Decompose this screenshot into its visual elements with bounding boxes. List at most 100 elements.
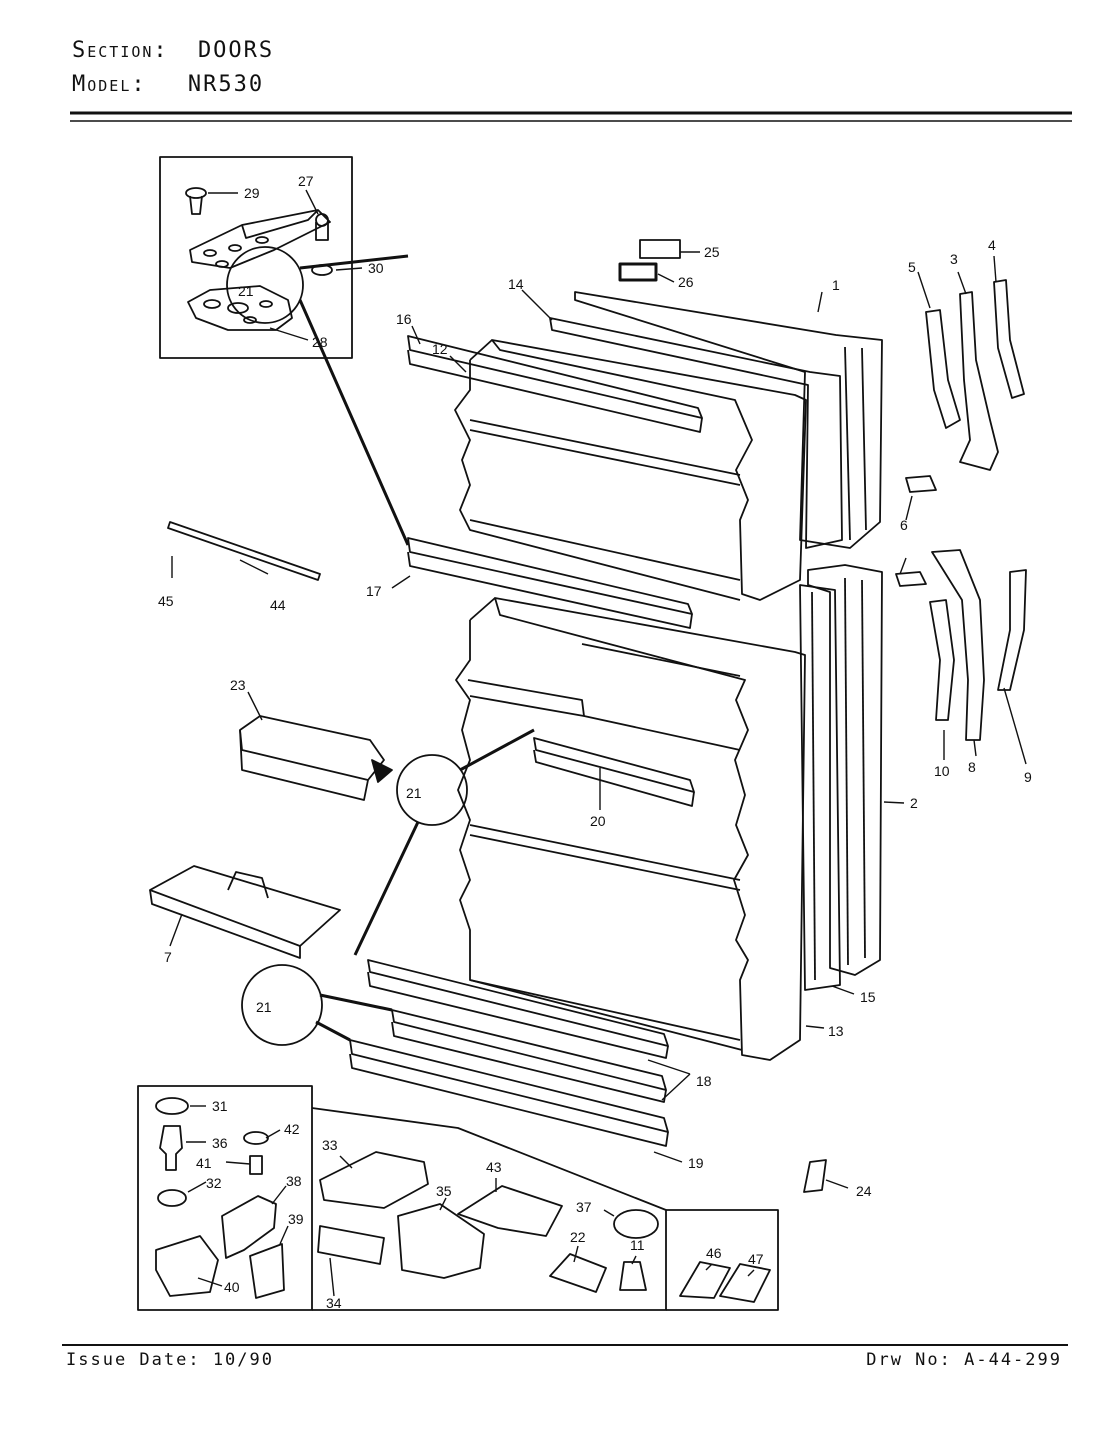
plate-34-drawing [317,1225,385,1265]
bottom-shelf-rail-18-drawing [367,959,669,1103]
callout-7: 7 [164,949,172,965]
callout-16: 16 [396,311,412,327]
washer-32-drawing [157,1189,187,1207]
fresh-food-door-outer-2-drawing [807,564,883,976]
callout-34: 34 [326,1295,342,1311]
callout-18: 18 [696,1073,712,1089]
callout-21-middle: 21 [406,785,422,801]
dairy-rail-20-drawing [533,737,695,807]
strap-4-drawing [993,279,1025,399]
callout-31: 31 [212,1098,228,1114]
callout-35: 35 [436,1183,452,1199]
badge-26-drawing [618,262,658,282]
bracket-35-drawing [397,1203,485,1279]
callout-25: 25 [704,244,720,260]
clip-21-detail-circle-top [226,246,304,324]
section-value: DOORS [197,38,275,63]
callout-41: 41 [196,1155,212,1171]
callout-14: 14 [508,276,524,292]
pin-36-drawing [159,1125,183,1171]
callout-24: 24 [856,1183,872,1199]
hinge-33-drawing [319,1151,429,1209]
callout-20: 20 [590,813,606,829]
butter-dish-23-drawing [239,715,385,801]
callout-29: 29 [244,185,260,201]
top-hinge-inset-box [159,156,353,359]
callout-40: 40 [224,1279,240,1295]
callout-13: 13 [828,1023,844,1039]
strap-8-drawing [931,549,985,741]
callout-36: 36 [212,1135,228,1151]
bottom-hinge-inset-box [137,1085,313,1311]
freezer-door-outer-1-drawing [574,291,883,549]
callout-45: 45 [158,593,174,609]
screw-29-drawing [185,187,207,215]
callout-5: 5 [908,259,916,275]
spacer-41-drawing [249,1155,263,1175]
hinge-plate-27-drawing [189,209,331,269]
callout-38: 38 [286,1173,302,1189]
drawing-number: Drw No: A-44-299 [866,1350,1062,1370]
shim-46-drawing [679,1261,731,1299]
freezer-gasket-14-drawing [549,317,843,549]
callout-46: 46 [706,1245,722,1261]
callout-17: 17 [366,583,382,599]
hinge-22-drawing [549,1253,607,1293]
callout-19: 19 [688,1155,704,1171]
callout-8: 8 [968,759,976,775]
hinge-pin-inset-box [666,1209,779,1311]
callout-23: 23 [230,677,246,693]
model-value: NR530 [187,72,265,97]
callout-39: 39 [288,1211,304,1227]
freezer-shelf-rail-16-drawing [407,335,703,433]
hinge-bracket-6-lower-drawing [895,571,927,587]
bottom-parts-inset-box [311,1107,667,1311]
washer-42-drawing [243,1131,269,1145]
washer-31-drawing [155,1097,189,1115]
section-label: Section: [72,38,169,63]
hinge-bracket-6-upper-drawing [905,475,937,493]
strap-10-drawing [929,599,955,721]
pin-11-drawing [619,1261,647,1291]
callout-4: 4 [988,237,996,253]
callout-21-top: 21 [238,283,254,299]
callout-22: 22 [570,1229,586,1245]
clip-21-detail-circle-middle [396,754,468,826]
shim-47-drawing [719,1263,771,1303]
strap-9-drawing [997,569,1027,691]
callout-1: 1 [832,277,840,293]
strap-5-drawing [925,309,961,429]
callout-33: 33 [322,1137,338,1153]
clip-21-detail-circle-bottom [241,964,323,1046]
plate-40-drawing [155,1235,219,1297]
callout-9: 9 [1024,769,1032,785]
callout-15: 15 [860,989,876,1005]
callout-26: 26 [678,274,694,290]
bottom-shelf-rail-19-drawing [349,1039,669,1147]
callout-30: 30 [368,260,384,276]
rod-44-drawing [167,521,321,581]
egg-tray-7-drawing [149,865,341,959]
callout-2: 2 [910,795,918,811]
issue-date: Issue Date: 10/90 [66,1350,274,1370]
callout-labels: 29 27 30 28 25 26 1 14 12 16 17 44 45 23… [158,173,1032,1311]
freezer-shelf-rail-17-drawing [407,537,693,629]
model-label: Model: [72,72,147,97]
callout-10: 10 [934,763,950,779]
callout-43: 43 [486,1159,502,1175]
callout-21-bottom: 21 [256,999,272,1015]
hinge-43-drawing [457,1185,563,1237]
freezer-liner-12-drawing [454,339,807,601]
callout-28: 28 [312,334,328,350]
strap-3-drawing [959,291,999,471]
bracket-39-drawing [249,1243,285,1299]
callout-27: 27 [298,173,314,189]
callout-44: 44 [270,597,286,613]
callout-11: 11 [630,1237,645,1253]
callout-3: 3 [950,251,958,267]
fresh-food-gasket-15-drawing [799,584,841,991]
cap-37-drawing [613,1209,659,1239]
callout-12: 12 [432,341,448,357]
callout-32: 32 [206,1175,222,1191]
